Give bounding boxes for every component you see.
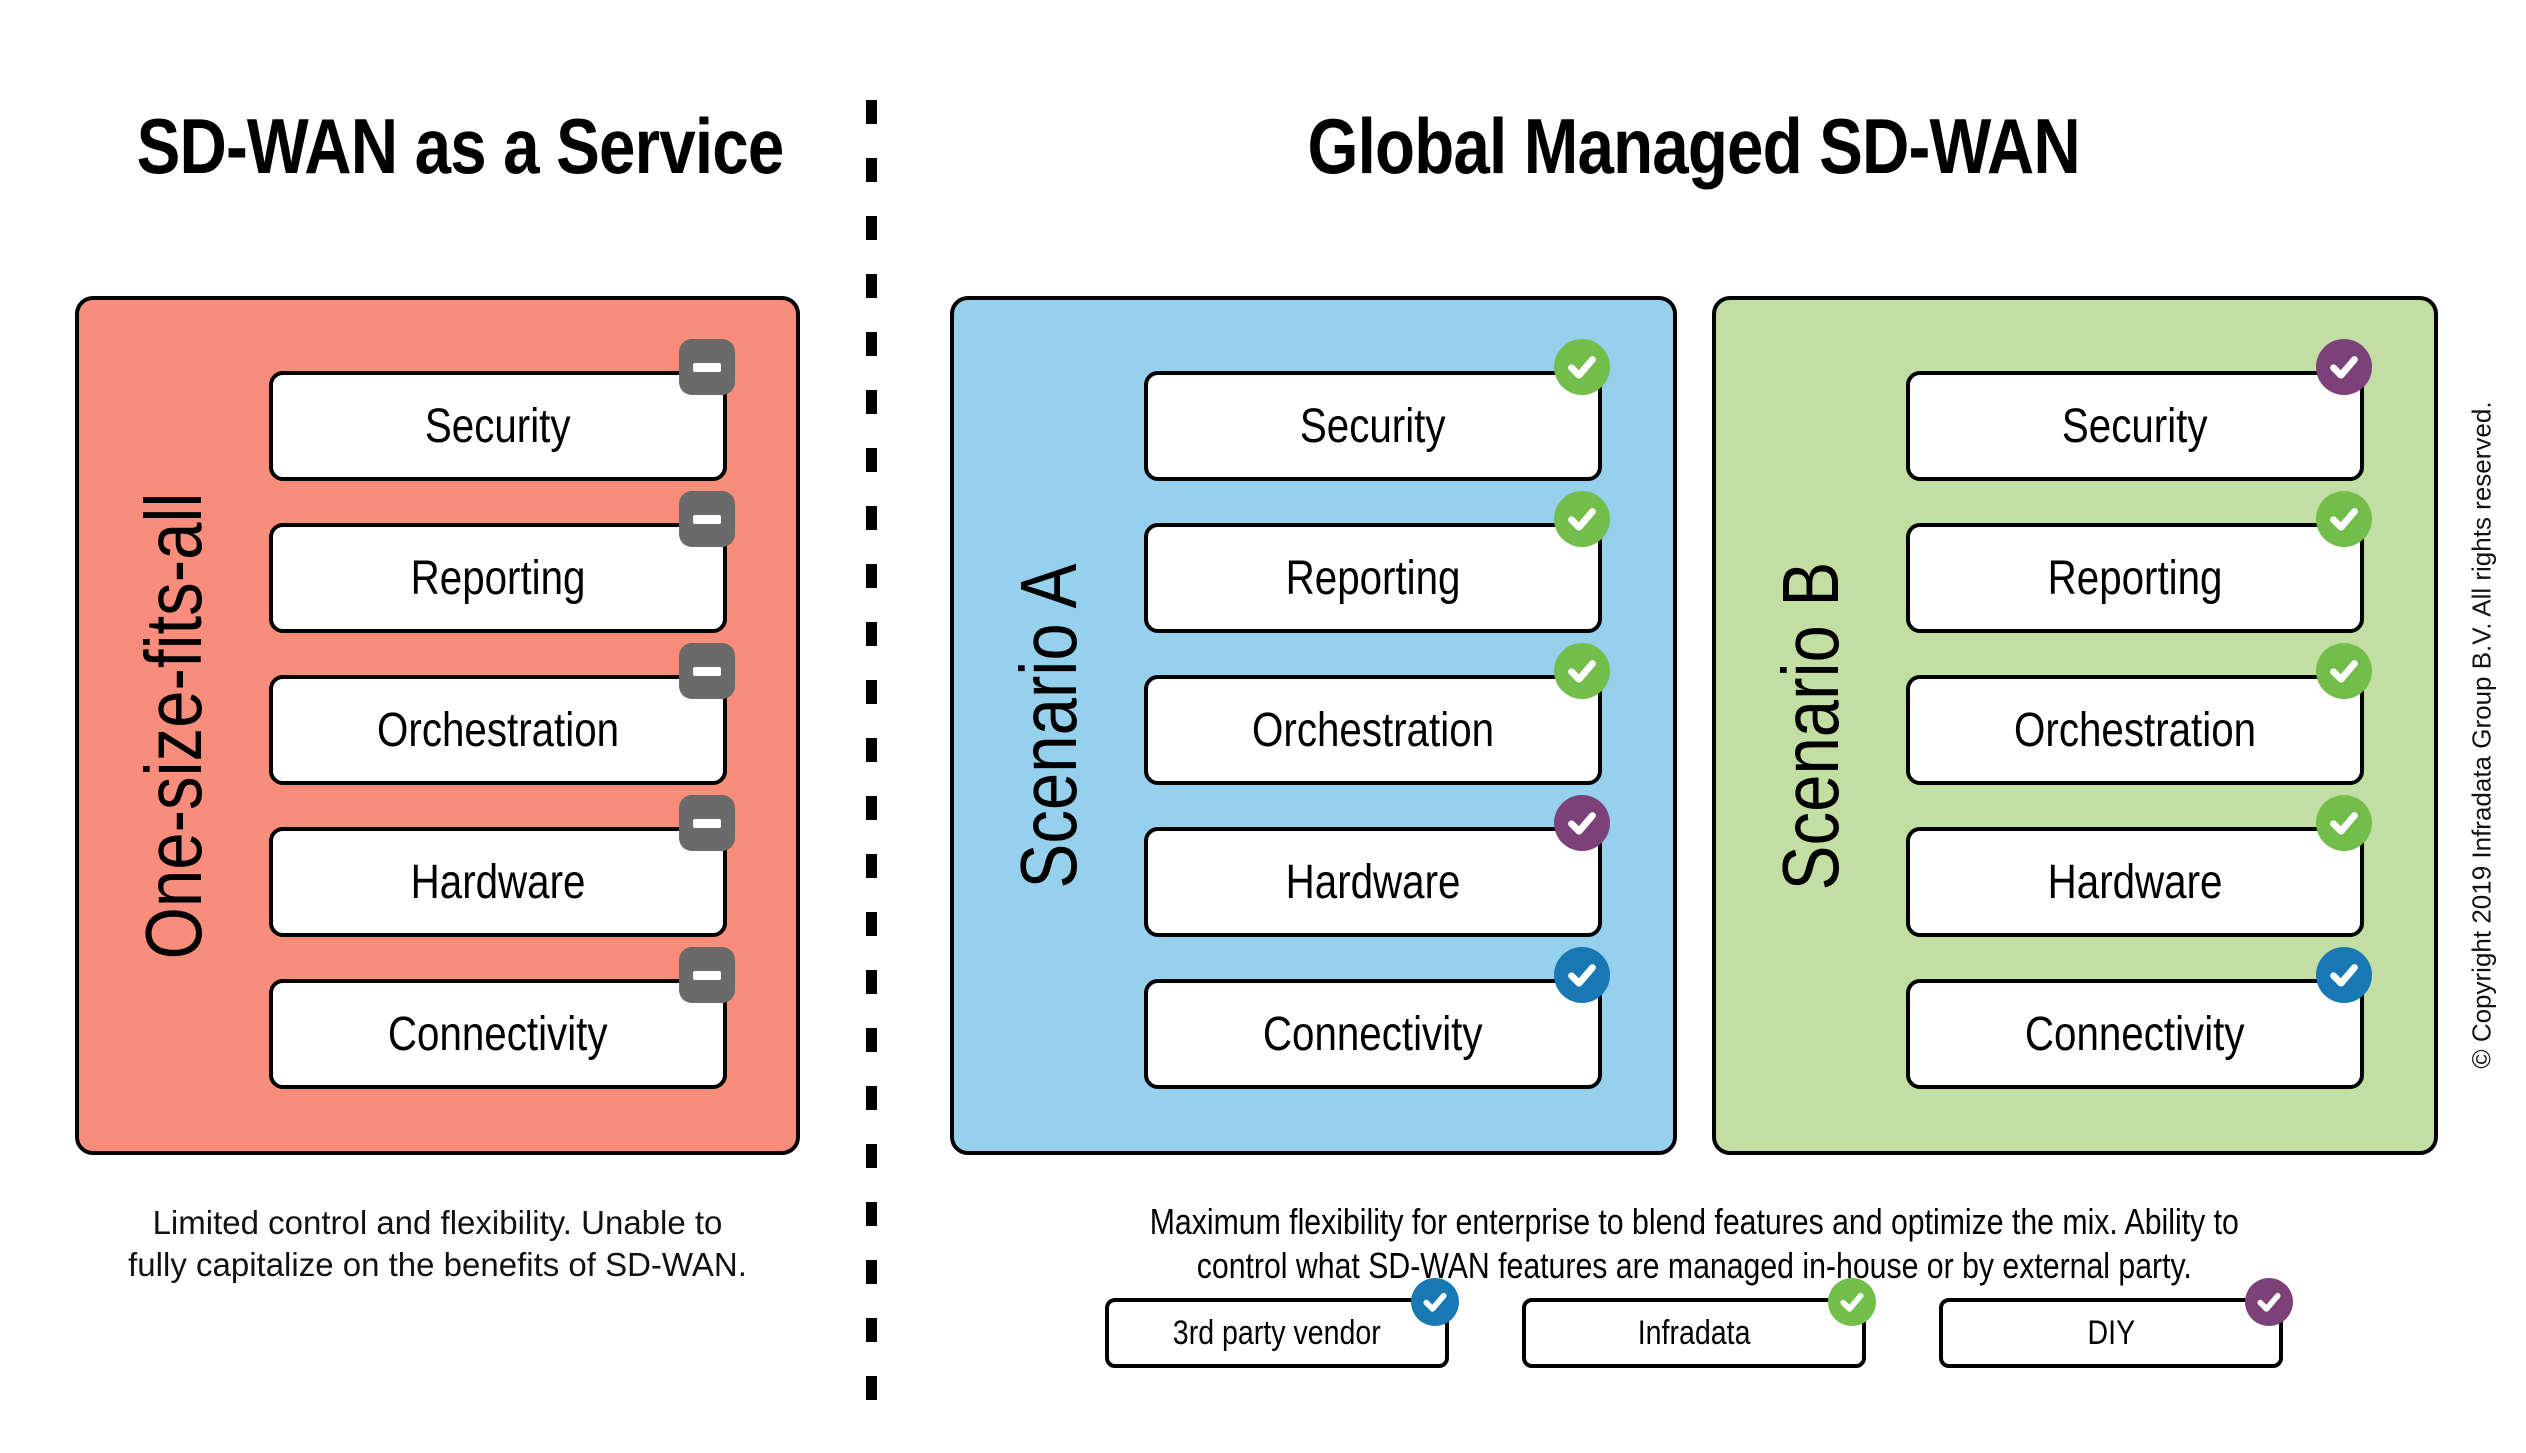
- dashed-divider-line: [866, 100, 877, 1400]
- status-badge: [1554, 947, 1610, 1003]
- status-badge: [1411, 1278, 1459, 1326]
- check-icon: [2330, 812, 2358, 835]
- check-icon: [1568, 812, 1596, 835]
- feature-box-orchestration: Orchestration: [1906, 643, 2372, 785]
- feature-box-reporting: Reporting: [269, 491, 735, 633]
- feature-box-connectivity: Connectivity: [1144, 947, 1610, 1089]
- caption-left-line2: fully capitalize on the benefits of SD-W…: [128, 1246, 747, 1283]
- panel-left-rows: Security Reporting Orchestration Hardwar…: [269, 339, 735, 1089]
- legend-label: 3rd party vendor: [1173, 1313, 1381, 1352]
- feature-box-hardware: Hardware: [269, 795, 735, 937]
- feature-box-reporting: Reporting: [1906, 491, 2372, 633]
- status-badge: [2316, 947, 2372, 1003]
- panel-b-label-text: Scenario B: [1766, 561, 1855, 890]
- check-icon: [1840, 1292, 1864, 1312]
- status-badge: [679, 643, 735, 699]
- panel-b-rows: Security Reporting Orchestration Hardwar…: [1906, 339, 2372, 1089]
- status-badge: [2316, 643, 2372, 699]
- status-badge: [679, 491, 735, 547]
- feature-box-connectivity: Connectivity: [1906, 947, 2372, 1089]
- check-icon: [1568, 964, 1596, 987]
- caption-right-line1: Maximum flexibility for enterprise to bl…: [1149, 1201, 2239, 1242]
- check-icon: [2330, 964, 2358, 987]
- feature-label: Orchestration: [376, 703, 620, 757]
- feature-label: Connectivity: [1263, 1007, 1483, 1061]
- minus-icon: [693, 666, 721, 676]
- minus-icon: [693, 514, 721, 524]
- feature-box-security: Security: [269, 339, 735, 481]
- legend-3rd-party-vendor: 3rd party vendor: [1105, 1278, 1459, 1368]
- feature-label: Reporting: [2047, 551, 2223, 605]
- minus-icon: [693, 970, 721, 980]
- feature-box-orchestration: Orchestration: [269, 643, 735, 785]
- status-badge: [2316, 339, 2372, 395]
- feature-label: Hardware: [1285, 855, 1461, 909]
- status-badge: [2316, 491, 2372, 547]
- check-icon: [1568, 660, 1596, 683]
- status-badge: [1554, 491, 1610, 547]
- feature-label: Hardware: [410, 855, 586, 909]
- title-left-text: SD-WAN as a Service: [136, 102, 785, 190]
- caption-right: Maximum flexibility for enterprise to bl…: [950, 1200, 2438, 1288]
- panel-left-vertical-label: One-size-fits-all: [128, 448, 220, 1004]
- feature-box-reporting: Reporting: [1144, 491, 1610, 633]
- check-icon: [2257, 1292, 2281, 1312]
- status-badge: [1554, 339, 1610, 395]
- minus-icon: [693, 818, 721, 828]
- caption-right-line2: control what SD-WAN features are managed…: [1196, 1245, 2192, 1286]
- feature-box-hardware: Hardware: [1144, 795, 1610, 937]
- panel-a-label-text: Scenario A: [1004, 562, 1093, 889]
- caption-left: Limited control and flexibility. Unable …: [75, 1202, 800, 1286]
- feature-label: Connectivity: [2025, 1007, 2245, 1061]
- minus-icon: [693, 362, 721, 372]
- feature-label: Orchestration: [2013, 703, 2257, 757]
- legend-diy: DIY: [1939, 1278, 2293, 1368]
- check-icon: [2330, 660, 2358, 683]
- legend-infradata: Infradata: [1522, 1278, 1876, 1368]
- feature-box-security: Security: [1144, 339, 1610, 481]
- legend-label: Infradata: [1637, 1313, 1751, 1352]
- feature-label: Security: [2062, 399, 2208, 453]
- status-badge: [679, 339, 735, 395]
- panel-b-vertical-label: Scenario B: [1765, 530, 1857, 921]
- panel-one-size-fits-all: One-size-fits-all Security Reporting Orc…: [75, 296, 800, 1155]
- feature-label: Reporting: [1285, 551, 1461, 605]
- status-badge: [2316, 795, 2372, 851]
- status-badge: [679, 795, 735, 851]
- feature-label: Hardware: [2047, 855, 2223, 909]
- panel-scenario-b: Scenario B Security Reporting Orchestrat…: [1712, 296, 2438, 1155]
- caption-left-line1: Limited control and flexibility. Unable …: [152, 1204, 723, 1241]
- feature-label: Reporting: [410, 551, 586, 605]
- feature-label: Security: [425, 399, 571, 453]
- title-right-text: Global Managed SD-WAN: [1307, 102, 2081, 190]
- feature-box-connectivity: Connectivity: [269, 947, 735, 1089]
- feature-label: Connectivity: [388, 1007, 608, 1061]
- feature-label: Security: [1300, 399, 1446, 453]
- check-icon: [1568, 508, 1596, 531]
- feature-label: Orchestration: [1251, 703, 1495, 757]
- copyright-notice: © Copyright 2019 Infradata Group B.V. Al…: [2466, 401, 2497, 1069]
- check-icon: [1568, 356, 1596, 379]
- legend-label: DIY: [2087, 1313, 2135, 1352]
- check-icon: [2330, 356, 2358, 379]
- check-icon: [2330, 508, 2358, 531]
- feature-box-orchestration: Orchestration: [1144, 643, 1610, 785]
- feature-box-security: Security: [1906, 339, 2372, 481]
- title-sdwan-as-a-service: SD-WAN as a Service: [75, 98, 800, 194]
- feature-box-hardware: Hardware: [1906, 795, 2372, 937]
- panel-left-label-text: One-size-fits-all: [129, 492, 218, 959]
- check-icon: [1423, 1292, 1447, 1312]
- status-badge: [1554, 643, 1610, 699]
- title-global-managed-sdwan: Global Managed SD-WAN: [950, 98, 2438, 194]
- status-badge: [2245, 1278, 2293, 1326]
- status-badge: [1828, 1278, 1876, 1326]
- status-badge: [679, 947, 735, 1003]
- panel-scenario-a: Scenario A Security Reporting Orchestrat…: [950, 296, 1677, 1155]
- panel-a-rows: Security Reporting Orchestration Hardwar…: [1144, 339, 1610, 1089]
- status-badge: [1554, 795, 1610, 851]
- panel-a-vertical-label: Scenario A: [1003, 532, 1095, 919]
